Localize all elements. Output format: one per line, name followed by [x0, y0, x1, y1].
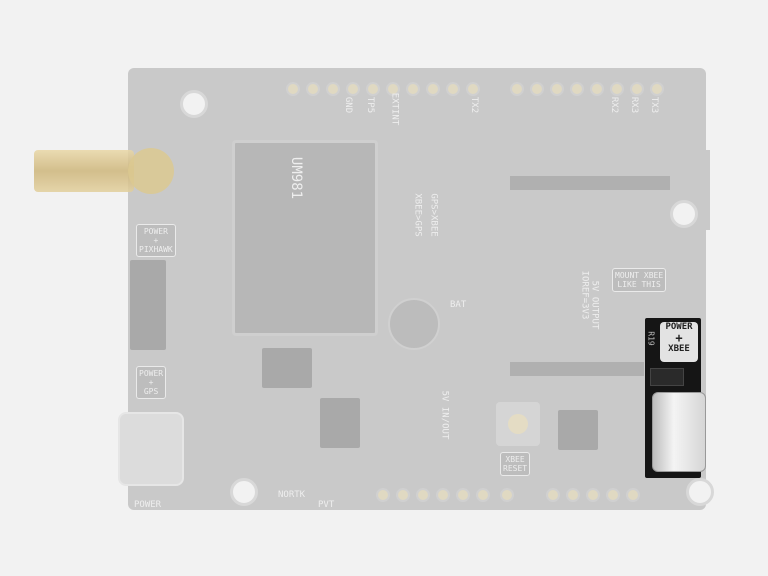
ic-chip [558, 410, 598, 450]
pin-label: GND [343, 96, 354, 114]
ioref-label: IOREF=3V3 [579, 270, 590, 320]
pcb-board [128, 68, 706, 510]
pin-label: RX3 [629, 96, 640, 114]
power-led-label: POWER [134, 500, 162, 510]
power-pixhawk-label: POWER+PIXHAWK [136, 224, 176, 257]
pin-label: TP5 [365, 96, 376, 114]
battery-holder [388, 298, 440, 350]
gps-xbee-label: GPS>XBEE [428, 193, 439, 237]
5v-in-out-label: 5V IN/OUT [439, 390, 450, 440]
r19-label: R19 [646, 331, 656, 346]
power-gps-label: POWER+GPS [136, 366, 167, 399]
5v-output-label: 5V OUTPUT [589, 280, 600, 330]
pin-label: TX2 [469, 96, 480, 114]
sma-nut [128, 148, 174, 194]
jst-connector [130, 260, 166, 350]
xbee-power-jumper [650, 368, 684, 386]
xbee-header-bottom [510, 362, 644, 376]
pvt-led-label: PVT [318, 500, 335, 510]
xbee-reset-switch [496, 402, 540, 446]
ic-chip [262, 348, 312, 388]
ic-chip [320, 398, 360, 448]
bat-label: BAT [450, 300, 467, 310]
mounting-hole [686, 478, 714, 506]
pin-label: RX2 [609, 96, 620, 114]
usb-c-xbee-port[interactable] [652, 392, 706, 472]
mounting-hole [230, 478, 258, 506]
nortk-led-label: NORTK [278, 490, 306, 500]
sma-antenna-connector [34, 150, 134, 192]
xbee-gps-label: XBEE>GPS [412, 193, 423, 237]
mounting-hole [180, 90, 208, 118]
xbee-header-top [510, 176, 670, 190]
mounting-hole [670, 200, 698, 228]
gnss-module: UM981 [232, 140, 378, 336]
power-xbee-label: POWER + XBEE [660, 322, 698, 362]
pin-label: TX3 [649, 96, 660, 114]
usb-c-gps [118, 412, 184, 486]
pin-label: EXTINT [389, 92, 400, 126]
module-name: UM981 [288, 156, 305, 200]
